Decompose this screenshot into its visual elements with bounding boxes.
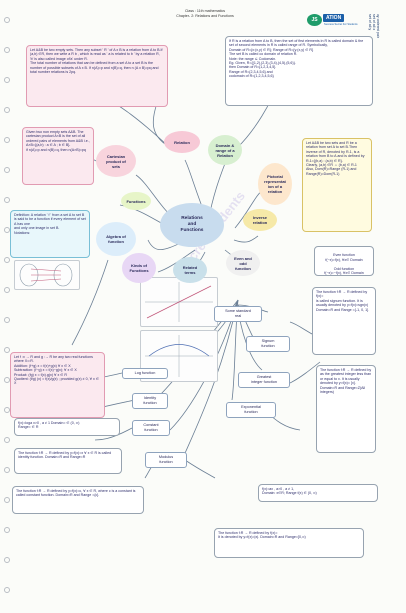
node-signum-function: Signum function xyxy=(246,336,290,352)
header-class: Class : 11th mathematics xyxy=(184,9,226,13)
text-modulus: The function f:R → R defined by f(x)= It… xyxy=(214,528,364,558)
text-algebra-of-functions: Let f :x → R and g :→ R be any two real … xyxy=(10,352,105,418)
text-exponential: f(x)=ax , a>0 , a ≠ 1, Domain: x∈R; Rang… xyxy=(258,484,378,502)
text-identity: The function f:R → R defined by y=f(x)=x… xyxy=(14,448,122,474)
node-identity-function: Identity function xyxy=(132,393,168,409)
bubble-even-odd-function: Even and odd function xyxy=(226,250,260,276)
bubble-related-terms: Related terms xyxy=(173,257,207,283)
bubble-inverse-relation: Inverse relation xyxy=(243,209,277,231)
bubble-algebra-of-function: Algebra of function xyxy=(96,222,136,256)
text-constant: The function f:R → R defined by y=f(x)=c… xyxy=(12,486,144,514)
text-inverse-relation: Let A&B be two sets and R be a relation … xyxy=(302,138,372,232)
text-function-definition: Definition: A relation ' f ' from a set … xyxy=(10,210,90,258)
text-signum: The function f:R → R defined by f(x)= is… xyxy=(312,287,376,355)
page-header: Class : 11th mathematics Chapter- 2: Rel… xyxy=(150,9,260,18)
center-node: Relations and Functions xyxy=(160,203,224,247)
even-odd-text: Even function f(−x)=f(x), ∀x∈ Domain Odd… xyxy=(314,246,374,276)
text-cartesian-product: Given two non empty sets A&B. The cartes… xyxy=(22,127,94,185)
text-relation-intro: Let A&B be two empty sets. Then any subs… xyxy=(26,45,168,107)
graph-panel-1 xyxy=(140,277,218,327)
function-diagram xyxy=(14,260,80,290)
even-function-text: Even function f(−x)=f(x), ∀x∈ Domain xyxy=(325,253,363,262)
node-exponential-function: Exponential function xyxy=(226,402,276,418)
node-some-standard-real: Some standard real xyxy=(214,306,262,322)
header-chapter: Chapter- 2: Relations and Functions xyxy=(176,13,234,18)
logo-word: ATION xyxy=(323,14,345,22)
logo-mark: JS xyxy=(307,14,322,26)
text-log: f(x)=loga x>0 , a ≠ 1 Domain= ∈ (0, ∞) R… xyxy=(14,418,120,436)
bubble-functions: Functions xyxy=(121,192,151,210)
notebook-spiral xyxy=(0,0,20,613)
bubble-domain-range: Domain & range of a Relation xyxy=(208,135,242,165)
node-log-function: Log function xyxy=(122,368,168,379)
bubble-pictorial-representation: Pictorial representat ion of a relation xyxy=(258,163,292,205)
text-greatest-integer: The function f:R → R defined by as the g… xyxy=(316,365,376,453)
node-constant-function: Constant function xyxy=(132,420,170,436)
node-modulus-function: Modulus function xyxy=(145,452,187,468)
bubble-cartesian-product: Cartesian product of sets xyxy=(96,145,136,177)
odd-function-text: Odd function f(−x)=−f(x), ∀x∈ Domain xyxy=(324,266,364,276)
node-greatest-integer-function: Greatest integer function xyxy=(238,372,290,388)
text-relation-domain: If R is a relation from A to B, then the… xyxy=(225,36,373,106)
bubble-kinds-of-functions: Kinds of Functions xyxy=(122,253,156,283)
bubble-relation: Relation xyxy=(164,131,200,153)
brand-logo: JS ATION Success Secret For Students xyxy=(307,12,365,29)
logo-tagline: Success Secret For Students xyxy=(324,23,358,26)
